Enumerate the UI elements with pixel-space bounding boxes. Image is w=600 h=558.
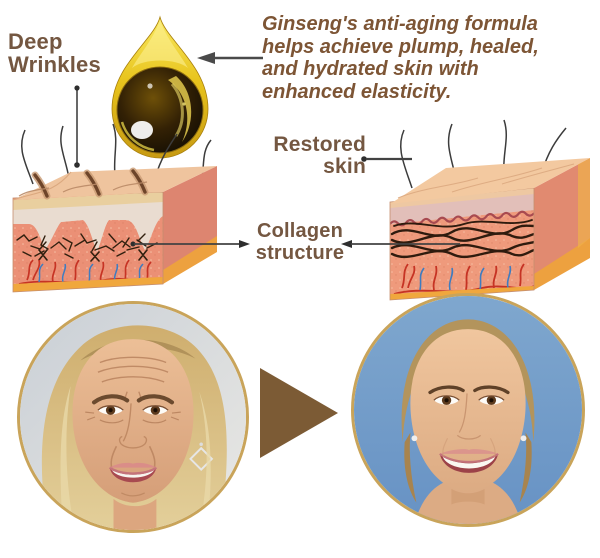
headline-line2: helps achieve plump, healed,	[262, 35, 539, 58]
wrinkled-skin-surface	[12, 166, 217, 201]
headline-line4: enhanced elasticity.	[262, 80, 452, 103]
restored-skin-label: Restored skin	[250, 133, 366, 179]
collagen-right-connector	[341, 240, 460, 248]
headline-text: Ginseng's anti-aging formula helps achie…	[262, 13, 594, 103]
oil-droplet-icon	[111, 15, 209, 159]
nose	[456, 393, 482, 440]
collagen-line1: Collagen	[256, 220, 344, 242]
eye-wrinkles	[85, 411, 181, 424]
stud-earring-left	[411, 435, 418, 442]
blood-vessels-blue	[390, 265, 534, 300]
blood-vessels-blue	[14, 263, 162, 289]
smiling-mouth	[439, 449, 499, 473]
blood-vessels-red	[18, 259, 162, 285]
headline-line1: Ginseng's anti-aging formula	[262, 13, 538, 35]
restored-skin-line2: skin	[323, 155, 366, 179]
skin-layers-front	[13, 192, 163, 292]
before-photo-face	[20, 304, 246, 530]
smile-creases	[442, 437, 496, 457]
deep-wrinkles-line1: Deep	[8, 29, 63, 54]
broken-collagen-fibers	[16, 233, 158, 262]
eyebrows	[428, 385, 510, 395]
deep-wrinkles-label: Deep Wrinkles	[8, 30, 101, 77]
collagen-line2: structure	[255, 242, 345, 264]
restored-skin-line1: Restored	[273, 133, 366, 156]
before-after-arrow	[260, 368, 338, 458]
aged-skin-diagram	[12, 123, 217, 293]
headline-line3: and hydrated skin with	[262, 58, 479, 81]
block-side-face	[163, 166, 217, 284]
after-photo	[351, 293, 585, 527]
eyes	[433, 395, 505, 405]
blood-vessels-red	[393, 263, 534, 295]
collagen-left-connector	[130, 240, 250, 248]
skin-layers-front	[390, 188, 534, 300]
nose	[118, 403, 148, 449]
smooth-skin-surface	[390, 158, 590, 204]
eyes	[97, 405, 169, 415]
collagen-structure-label: Collagen structure	[251, 220, 349, 264]
stud-earring-right	[520, 435, 527, 442]
eyebrows	[91, 394, 175, 405]
before-photo	[17, 301, 249, 533]
droplet-arrow	[197, 52, 263, 64]
after-photo-face	[354, 296, 582, 524]
restored-skin-diagram	[389, 119, 590, 301]
deep-wrinkles-connector-line	[74, 85, 80, 168]
healthy-collagen-fibers	[390, 219, 534, 259]
deep-wrinkles-line2: Wrinkles	[8, 52, 101, 78]
smiling-mouth	[108, 462, 158, 483]
restored-skin-connector	[361, 156, 412, 162]
